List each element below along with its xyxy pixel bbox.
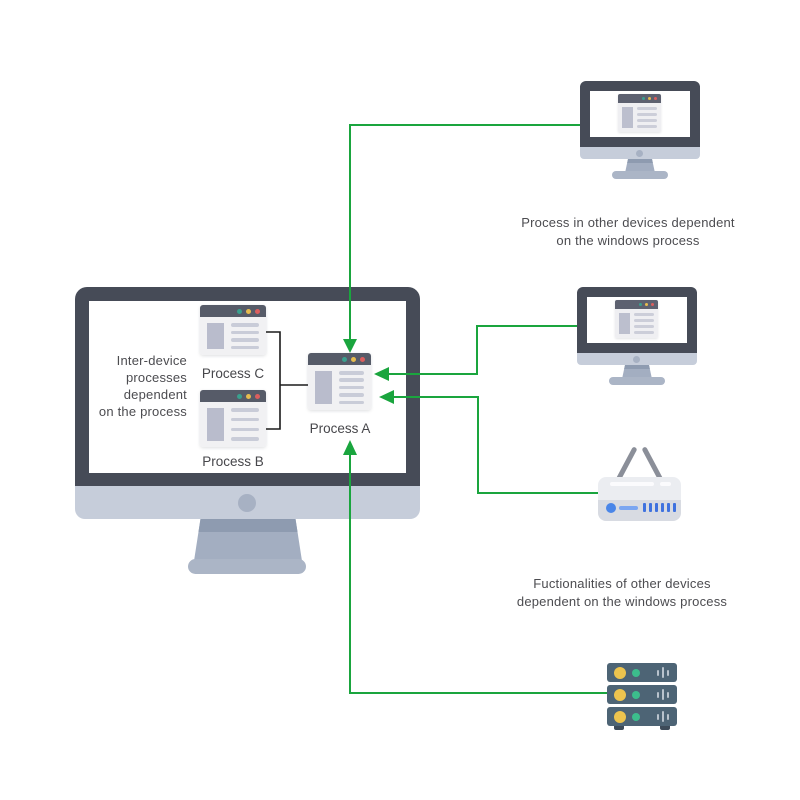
window-dot-red-icon — [650, 302, 654, 307]
monitor-stand-base — [609, 377, 665, 385]
window-titlebar — [615, 300, 658, 309]
router-vent-slot — [660, 482, 671, 486]
router-ports — [643, 503, 676, 512]
window-dot-yellow-icon — [647, 96, 651, 101]
server-led-yellow-icon — [614, 666, 626, 679]
window-body — [200, 317, 266, 355]
window-dot-yellow-icon — [351, 356, 356, 362]
remote-desktop-middle-icon — [577, 287, 697, 385]
window-sidebar — [207, 408, 224, 441]
router-status-bar — [619, 506, 638, 510]
monitor-chin — [577, 353, 697, 365]
window-dot-red-icon — [653, 96, 657, 101]
server-led-yellow-icon — [614, 688, 626, 701]
monitor-stand-base — [188, 559, 306, 574]
top-device-label: Process in other devices dependent on th… — [521, 215, 735, 248]
monitor-chin — [580, 147, 700, 159]
router-body — [598, 477, 681, 521]
process-c-window-icon — [200, 305, 266, 355]
window-body — [615, 309, 658, 338]
bottom-devices-label: Fuctionalities of other devices dependen… — [516, 576, 728, 609]
monitor-stand-neck — [194, 519, 302, 561]
remote-desktop-top-icon — [580, 81, 700, 179]
window-dot-red-icon — [255, 393, 260, 399]
window-dot-red-icon — [360, 356, 365, 362]
server-foot — [660, 726, 670, 730]
monitor-stand-neck — [622, 365, 652, 379]
server-led-green-icon — [632, 690, 640, 699]
window-sidebar — [315, 371, 332, 404]
window-sidebar — [619, 313, 630, 334]
server-led-green-icon — [632, 668, 640, 677]
window-titlebar — [308, 353, 371, 365]
window-text-lines — [637, 107, 657, 128]
server-vent-bars — [656, 707, 669, 726]
server-unit — [607, 707, 677, 726]
monitor-button-icon — [633, 355, 640, 363]
browser-window-icon — [618, 94, 661, 132]
router-icon — [598, 441, 681, 521]
window-text-lines — [339, 371, 364, 404]
window-titlebar — [200, 305, 266, 317]
process-b-label: Process B — [202, 454, 264, 469]
window-dot-teal-icon — [638, 302, 642, 307]
inter-device-label: Inter-device processes dependent on the … — [98, 353, 187, 419]
window-dot-teal-icon — [237, 393, 242, 399]
monitor-button-icon — [636, 149, 643, 157]
process-c-label: Process C — [201, 366, 265, 381]
window-body — [200, 402, 266, 447]
window-dot-teal-icon — [237, 308, 242, 314]
router-vent-slot — [610, 482, 654, 486]
monitor-button-icon — [238, 494, 256, 512]
window-text-lines — [231, 408, 259, 441]
window-body — [308, 365, 371, 410]
browser-window-icon — [615, 300, 658, 338]
server-unit — [607, 663, 677, 682]
connector-router-to-process-a — [394, 396, 598, 494]
process-b-window-icon — [200, 390, 266, 447]
server-led-green-icon — [632, 712, 640, 721]
window-dot-teal-icon — [641, 96, 645, 101]
window-sidebar — [622, 107, 633, 128]
process-a-window-icon — [308, 353, 371, 410]
server-unit — [607, 685, 677, 704]
window-titlebar — [618, 94, 661, 103]
server-foot — [614, 726, 624, 730]
window-dot-teal-icon — [342, 356, 347, 362]
window-dot-red-icon — [255, 308, 260, 314]
window-dot-yellow-icon — [246, 393, 251, 399]
window-dot-yellow-icon — [644, 302, 648, 307]
monitor-stand-base — [612, 171, 668, 179]
server-rack-icon — [607, 663, 677, 730]
server-vent-bars — [656, 685, 669, 704]
window-sidebar — [207, 323, 224, 349]
window-titlebar — [200, 390, 266, 402]
process-a-label: Process A — [309, 421, 371, 436]
server-vent-bars — [656, 663, 669, 682]
monitor-stand-neck — [625, 159, 655, 173]
window-text-lines — [231, 323, 259, 349]
window-text-lines — [634, 313, 654, 334]
window-dot-yellow-icon — [246, 308, 251, 314]
router-led-icon — [606, 503, 616, 513]
window-body — [618, 103, 661, 132]
server-led-yellow-icon — [614, 710, 626, 723]
